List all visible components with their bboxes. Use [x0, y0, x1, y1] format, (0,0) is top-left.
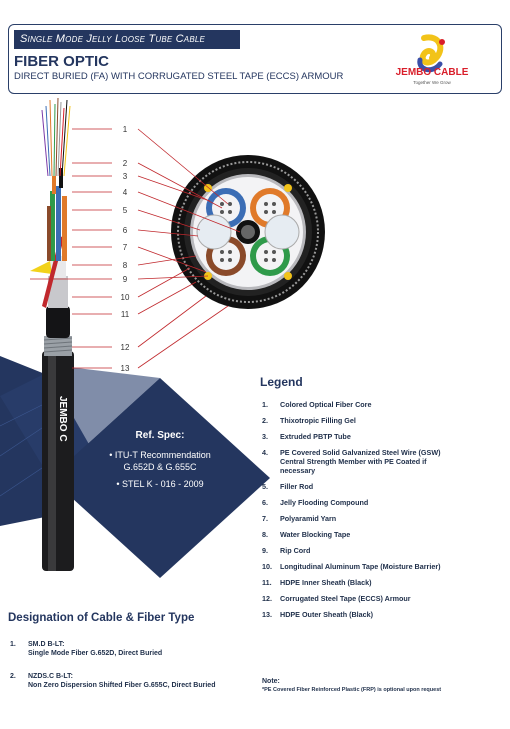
legend-item: 5.Filler Rod — [262, 482, 314, 491]
legend-item: 7.Polyaramid Yarn — [262, 514, 337, 523]
legend-item: 11.HDPE Inner Sheath (Black) — [262, 578, 372, 587]
jembo-logo-icon — [417, 34, 445, 73]
legend-item: 6.Jelly Flooding Compound — [262, 498, 369, 507]
note-heading: Note: — [262, 678, 280, 685]
legend-list: 1.Colored Optical Fiber Core 2.Thixotrop… — [262, 400, 502, 619]
ref-spec-line: • ITU-T Recommendation — [109, 450, 211, 460]
legend-item: 8.Water Blocking Tape — [262, 530, 351, 539]
callout-11: 11 — [121, 310, 130, 319]
cable-illustration: JEMBO C — [0, 97, 325, 578]
ref-spec-title: Ref. Spec: — [135, 430, 185, 441]
ref-spec-line: • STEL K - 016 - 2009 — [116, 479, 204, 489]
legend-item: 1.Colored Optical Fiber Core — [262, 400, 372, 409]
callout-4: 4 — [123, 188, 128, 197]
legend-item: 9.Rip Cord — [262, 546, 311, 555]
legend-item: 10.Longitudinal Aluminum Tape (Moisture … — [262, 562, 441, 571]
cable-cross-section — [171, 155, 325, 309]
legend-item: 13.HDPE Outer Sheath (Black) — [262, 610, 374, 619]
callout-5: 5 — [123, 206, 128, 215]
designation-item: 1. SM.D B-LT:Single Mode Fiber G.652D, D… — [10, 641, 163, 657]
logo-tagline: Together We Grow — [413, 80, 451, 85]
callout-12: 12 — [121, 343, 130, 352]
legend-item: 3.Extruded PBTP Tube — [262, 432, 351, 441]
callout-13: 13 — [121, 364, 130, 373]
legend-item: 12.Corrugated Steel Tape (ECCS) Armour — [262, 594, 411, 603]
legend-item: 4.PE Covered Solid Galvanized Steel Wire… — [262, 448, 441, 475]
callout-3: 3 — [123, 172, 128, 181]
callout-1: 1 — [123, 125, 128, 134]
page-title: FIBER OPTIC — [14, 53, 110, 70]
cable-side-view: JEMBO C — [30, 97, 74, 571]
callout-7: 7 — [123, 243, 128, 252]
callout-6: 6 — [123, 226, 128, 235]
logo-wordmark: JEMBO CABLE — [395, 67, 469, 78]
ref-spec-line: G.652D & G.655C — [123, 462, 197, 472]
legend-item: 2.Thixotropic Filling Gel — [262, 416, 356, 425]
product-subtitle: Single Mode Jelly Loose Tube Cable — [14, 30, 240, 49]
cable-print-text: JEMBO C — [57, 396, 68, 442]
designation-item: 2. NZDS.C B-LT:Non Zero Dispersion Shift… — [10, 673, 216, 689]
callout-10: 10 — [121, 293, 130, 302]
callout-2: 2 — [123, 159, 128, 168]
designation-title: Designation of Cable & Fiber Type — [8, 612, 195, 624]
callout-9: 9 — [123, 275, 128, 284]
callout-8: 8 — [123, 261, 128, 270]
page-description: DIRECT BURIED (FA) WITH CORRUGATED STEEL… — [14, 71, 344, 82]
note-text: *PE Covered Fiber Reinforced Plastic (FR… — [262, 687, 442, 693]
legend-title: Legend — [260, 375, 303, 389]
